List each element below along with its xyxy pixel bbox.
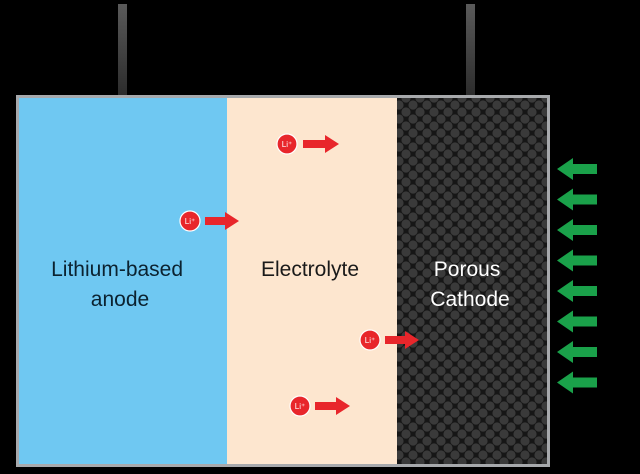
electrolyte-label: Electrolyte [261,258,359,281]
cell-frame [16,95,550,467]
anode-label-line1: Lithium-based [51,258,183,281]
electrolyte-region [227,98,397,464]
li-ion-2: Li⁺ [179,210,239,232]
anode-terminal [118,4,127,99]
li-ion-circle [276,133,298,155]
cathode-label: Porous Cathode [430,258,509,311]
left-arrow-icon [557,219,597,241]
li-ion-circle [359,329,381,351]
left-arrow-icon [557,371,597,394]
li-ion-4: Li⁺ [289,395,350,417]
cathode-terminal [466,4,475,99]
li-ion-label: Li⁺ [365,336,375,345]
cathode-region [397,98,547,464]
right-arrow-icon [385,331,419,349]
li-ion-1: Li⁺ [276,133,339,155]
right-arrow-icon [315,397,350,415]
left-arrow-icon [557,249,597,272]
anode-region [19,98,227,464]
li-ion-circle [289,395,311,417]
left-arrow-icon [557,158,597,180]
anode-label-line2: anode [91,288,149,311]
right-arrow-icon [205,212,239,230]
right-arrow-icon [303,135,339,153]
cathode-label-line2: Cathode [430,288,509,311]
cathode-label-line1: Porous [434,258,501,281]
left-arrow-icon [557,310,597,333]
anode-label: Lithium-based anode [51,258,189,311]
left-arrow-icon [557,188,597,211]
incoming-arrows [557,158,597,394]
left-arrow-icon [557,341,597,363]
li-ion-label: Li⁺ [295,402,305,411]
li-ion-label: Li⁺ [185,217,195,226]
li-ion-3: Li⁺ [359,329,419,351]
li-ion-label: Li⁺ [282,140,292,149]
left-arrow-icon [557,280,597,302]
li-ion-circle [179,210,201,232]
